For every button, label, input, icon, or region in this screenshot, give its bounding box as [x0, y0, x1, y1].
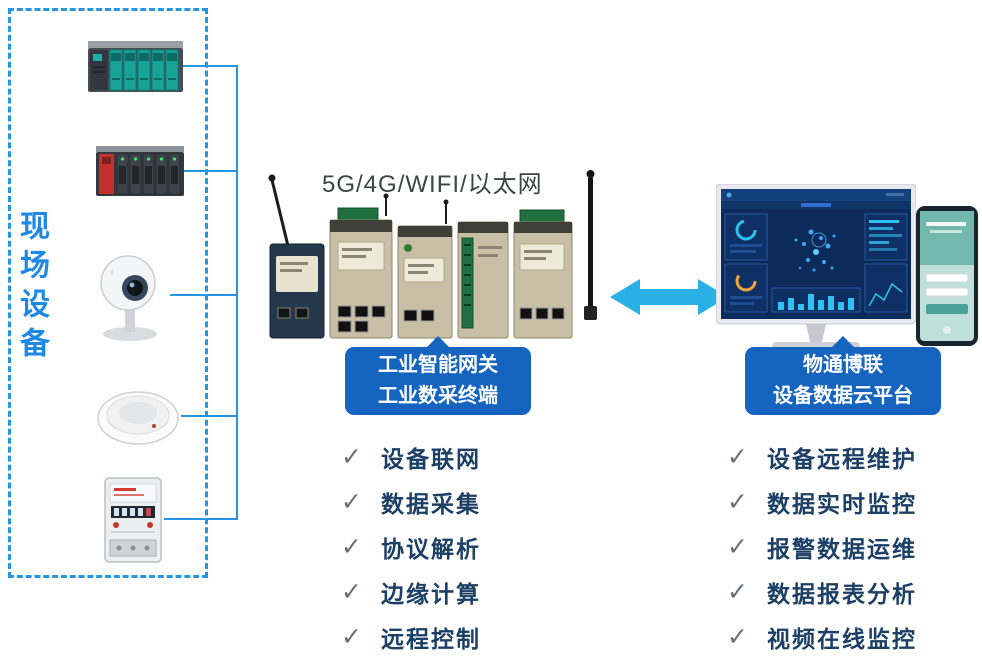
feature-label: 报警数据运维: [767, 536, 917, 562]
connector-line: [164, 518, 237, 520]
gateway-feature-list: ✓ 设备联网 ✓ 数据采集 ✓ 协议解析 ✓ 边缘计算 ✓ 远程控制: [341, 440, 481, 654]
feature-row: ✓ 数据报表分析: [727, 575, 917, 609]
feature-label: 设备远程维护: [767, 446, 917, 472]
feature-label: 数据实时监控: [767, 491, 917, 517]
industrial-gateways-icon: [268, 170, 597, 339]
feature-label: 远程控制: [381, 626, 481, 652]
ip-camera-icon: [100, 255, 157, 341]
feature-row: ✓ 设备联网: [341, 440, 481, 474]
feature-row: ✓ 数据实时监控: [727, 485, 917, 519]
feature-label: 边缘计算: [381, 581, 481, 607]
check-icon: ✓: [341, 532, 362, 561]
plc-rack-red-icon: [96, 146, 184, 196]
bidirectional-arrow-icon: [610, 279, 728, 315]
check-icon: ✓: [341, 487, 362, 516]
feature-label: 数据采集: [381, 491, 481, 517]
energy-meter-icon: [104, 477, 162, 563]
check-icon: ✓: [341, 577, 362, 606]
platform-bubble-tail: [832, 336, 854, 347]
feature-row: ✓ 数据采集: [341, 485, 481, 519]
platform-bubble: 物通博联 设备数据云平台: [745, 336, 941, 415]
field-devices-panel: [8, 8, 208, 578]
check-icon: ✓: [727, 442, 748, 471]
plc-rack-green-icon: [88, 41, 183, 92]
feature-label: 协议解析: [381, 536, 481, 562]
check-icon: ✓: [727, 487, 748, 516]
feature-row: ✓ 协议解析: [341, 530, 481, 564]
feature-row: ✓ 边缘计算: [341, 575, 481, 609]
gateway-bubble-line1: 工业智能网关: [378, 354, 498, 376]
connector-bracket: [236, 65, 238, 520]
feature-label: 设备联网: [381, 446, 481, 472]
dashboard-monitor-icon: [716, 184, 916, 358]
connectivity-label: 5G/4G/WIFI/以太网: [322, 171, 543, 198]
connector-line: [170, 294, 237, 296]
mobile-phone-icon: [916, 206, 978, 346]
check-icon: ✓: [341, 442, 362, 471]
platform-bubble-line2: 设备数据云平台: [773, 385, 913, 407]
check-icon: ✓: [727, 622, 748, 651]
platform-feature-list: ✓ 设备远程维护 ✓ 数据实时监控 ✓ 报警数据运维 ✓ 数据报表分析 ✓ 视频…: [727, 440, 917, 654]
connector-line: [184, 170, 237, 172]
feature-label: 视频在线监控: [767, 626, 917, 652]
gateway-bubble-line2: 工业数采终端: [378, 385, 498, 407]
check-icon: ✓: [727, 577, 748, 606]
check-icon: ✓: [341, 622, 362, 651]
feature-row: ✓ 远程控制: [341, 620, 481, 654]
field-devices-label: 现场设备: [15, 210, 48, 366]
gateway-bubble: 工业智能网关 工业数采终端: [345, 336, 531, 415]
connector-line: [183, 65, 237, 67]
check-icon: ✓: [727, 532, 748, 561]
smoke-detector-icon: [97, 391, 179, 445]
feature-row: ✓ 报警数据运维: [727, 530, 917, 564]
connector-line: [181, 415, 237, 417]
feature-row: ✓ 设备远程维护: [727, 440, 917, 474]
feature-label: 数据报表分析: [767, 581, 917, 607]
gateway-bubble-tail: [427, 336, 449, 347]
feature-row: ✓ 视频在线监控: [727, 620, 917, 654]
platform-bubble-line1: 物通博联: [803, 354, 883, 376]
